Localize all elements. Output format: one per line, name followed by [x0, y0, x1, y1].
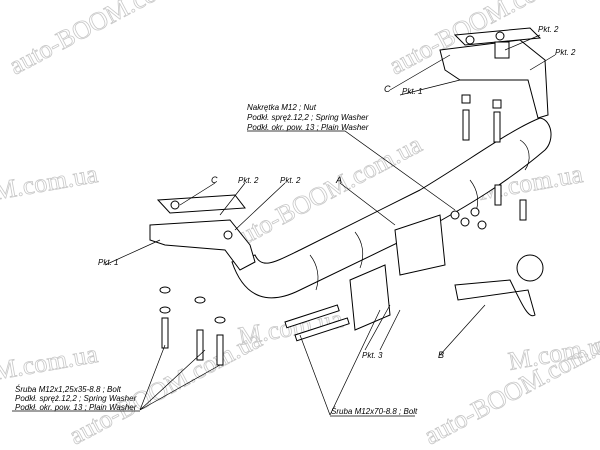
- label-pkt1: Pkt. 1: [98, 258, 118, 267]
- label-b: B: [438, 350, 444, 360]
- label-pkt2: Pkt. 2: [238, 176, 259, 185]
- label-pkt2: Pkt. 2: [538, 25, 559, 34]
- bolt-callout-right: Śruba M12x70-8.8 ; Bolt: [331, 407, 418, 416]
- leader-lines: [12, 34, 556, 417]
- mounting-plate: [284, 207, 487, 342]
- callout-line: Podkł. spręż.12,2 ; Spring Washer: [15, 394, 137, 403]
- callout-line: Podkł. okr. pow. 13 ; Plain Washer: [247, 123, 369, 132]
- label-pkt1: Pkt. 1: [402, 87, 422, 96]
- bolt-callout-left: Śruba M12x1,25x35-8.8 ; Bolt Podkł. sprę…: [15, 385, 137, 412]
- label-pkt2: Pkt. 2: [555, 48, 576, 57]
- label-pkt2: Pkt. 2: [280, 176, 301, 185]
- callout-line: Podkł. okr. pow. 13 ; Plain Washer: [15, 403, 137, 412]
- callout-line: Podkł. spręż.12,2 ; Spring Washer: [247, 113, 369, 122]
- nut-callout: Nakrętka M12 ; Nut Podkł. spręż.12,2 ; S…: [247, 103, 369, 132]
- part-labels: Pkt. 2 Pkt. 2 Pkt. 1 C C Pkt. 2 Pkt. 2 A…: [98, 25, 576, 360]
- crossbar-a: [231, 117, 552, 299]
- callout-line: Nakrętka M12 ; Nut: [247, 103, 317, 112]
- watermark: M.com.ua: [0, 159, 100, 206]
- label-pkt3: Pkt. 3: [362, 351, 383, 360]
- tow-ball-b: [454, 254, 544, 317]
- label-c: C: [211, 175, 218, 185]
- watermark: M.com.ua: [0, 339, 100, 386]
- watermark: auto-BOOM.com.ua: [4, 0, 207, 80]
- label-c: C: [384, 84, 391, 94]
- right-bracket: [439, 27, 549, 221]
- callout-line: Śruba M12x1,25x35-8.8 ; Bolt: [15, 385, 122, 394]
- label-a: A: [335, 175, 342, 185]
